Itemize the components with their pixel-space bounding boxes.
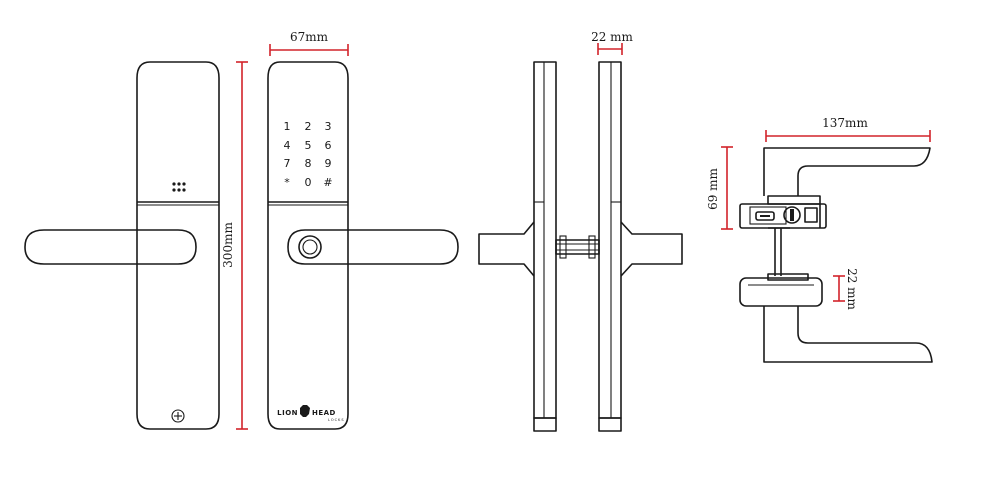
thumb-turn-icon bbox=[783, 206, 801, 224]
side-plate-left bbox=[533, 61, 557, 419]
side-thickness-dimension: 22 mm bbox=[591, 30, 634, 55]
front-view: 1 2 3 4 5 6 7 8 9 * 0 # LION HEAD LOCKS bbox=[267, 61, 459, 430]
spindle bbox=[555, 235, 600, 259]
key-2[interactable]: 2 bbox=[305, 120, 312, 133]
key-cylinder-icon bbox=[171, 409, 185, 423]
mechanism-height-label: 69 mm bbox=[706, 167, 720, 209]
key-5[interactable]: 5 bbox=[305, 139, 312, 152]
mechanism-view bbox=[739, 147, 933, 363]
key-9[interactable]: 9 bbox=[325, 157, 332, 170]
handle-length-dimension: 137mm bbox=[765, 116, 931, 142]
upper-body-latch bbox=[804, 207, 818, 223]
height-dimension: 300mm bbox=[221, 61, 248, 430]
side-plate-right bbox=[598, 61, 622, 419]
width-label: 67mm bbox=[290, 30, 329, 44]
upper-body-inner bbox=[749, 206, 787, 225]
lion-head-icon bbox=[300, 405, 310, 417]
side-plate-left-foot bbox=[533, 417, 557, 432]
width-dimension: 67mm bbox=[269, 30, 349, 56]
lower-neck bbox=[767, 273, 809, 281]
key-star[interactable]: * bbox=[284, 176, 290, 189]
back-lever-handle bbox=[24, 229, 197, 265]
front-lever-handle bbox=[287, 229, 459, 265]
lower-lever bbox=[763, 306, 933, 363]
upper-lever bbox=[763, 147, 931, 196]
battery-cover-screws bbox=[172, 182, 186, 192]
upper-neck bbox=[767, 195, 821, 205]
side-handle-left bbox=[478, 221, 535, 277]
usb-port-icon bbox=[755, 211, 775, 221]
front-plate-outline bbox=[267, 61, 349, 430]
lower-rose bbox=[739, 277, 823, 307]
handle-length-label: 137mm bbox=[822, 116, 868, 130]
mechanism-height-dimension: 69 mm bbox=[706, 146, 733, 230]
brand-logo: LION HEAD LOCKS bbox=[277, 405, 344, 422]
key-3[interactable]: 3 bbox=[325, 120, 332, 133]
key-hash[interactable]: # bbox=[323, 176, 332, 189]
rose-thickness-dimension: 22 mm bbox=[833, 268, 859, 311]
back-view bbox=[24, 61, 220, 430]
side-handle-right bbox=[620, 221, 683, 277]
logo-text-left: LION bbox=[277, 409, 298, 417]
side-thickness-label: 22 mm bbox=[591, 30, 633, 44]
key-8[interactable]: 8 bbox=[305, 157, 312, 170]
height-label: 300mm bbox=[221, 222, 235, 268]
logo-subtext: LOCKS bbox=[328, 418, 345, 422]
back-plate-outline bbox=[136, 61, 220, 430]
key-4[interactable]: 4 bbox=[284, 139, 291, 152]
side-view bbox=[478, 61, 683, 432]
key-1[interactable]: 1 bbox=[284, 120, 291, 133]
fingerprint-sensor-icon bbox=[298, 235, 322, 259]
logo-text-right: HEAD bbox=[312, 409, 336, 417]
side-plate-right-foot bbox=[598, 417, 622, 432]
keypad: 1 2 3 4 5 6 7 8 9 * 0 # bbox=[284, 120, 333, 189]
rose-thickness-label: 22 mm bbox=[845, 268, 859, 310]
key-6[interactable]: 6 bbox=[325, 139, 332, 152]
key-0[interactable]: 0 bbox=[305, 176, 312, 189]
key-7[interactable]: 7 bbox=[284, 157, 291, 170]
